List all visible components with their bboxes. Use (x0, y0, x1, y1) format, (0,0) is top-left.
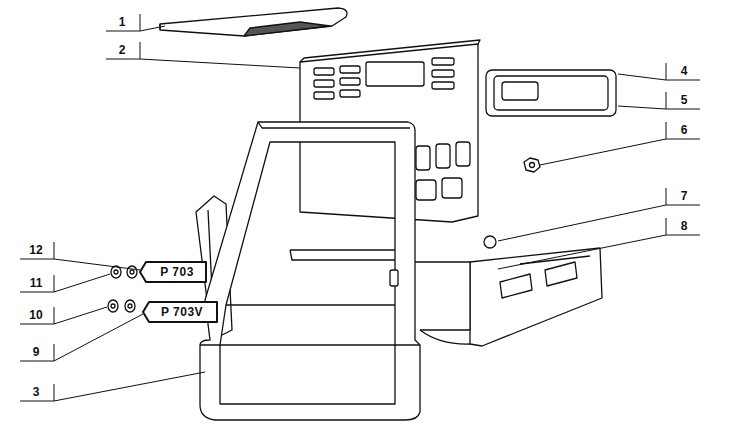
badge-plate (143, 302, 217, 322)
callout-number: 8 (681, 220, 688, 232)
callout-number: 6 (681, 124, 688, 136)
callout-number: 1 (119, 16, 126, 28)
callout-number: 2 (119, 44, 126, 56)
badge-text: P 703 (160, 266, 194, 278)
nut (524, 158, 540, 172)
callout-number: 9 (33, 346, 40, 358)
washers (108, 266, 137, 312)
side-strip (470, 248, 602, 346)
callout-number: 11 (30, 277, 43, 289)
door-trim (200, 122, 420, 420)
callout-number: 4 (681, 65, 688, 77)
mirror (486, 70, 616, 116)
callout-number: 3 (33, 386, 40, 398)
leader-lines (20, 14, 700, 401)
callout-number: 7 (681, 190, 688, 202)
plug (484, 236, 496, 248)
badge-plate (140, 262, 206, 282)
callout-number: 10 (29, 309, 42, 321)
callout-number: 12 (29, 244, 42, 256)
badge-text: P 703V (161, 306, 203, 318)
top-cover (160, 8, 347, 36)
callout-number: 5 (681, 94, 688, 106)
